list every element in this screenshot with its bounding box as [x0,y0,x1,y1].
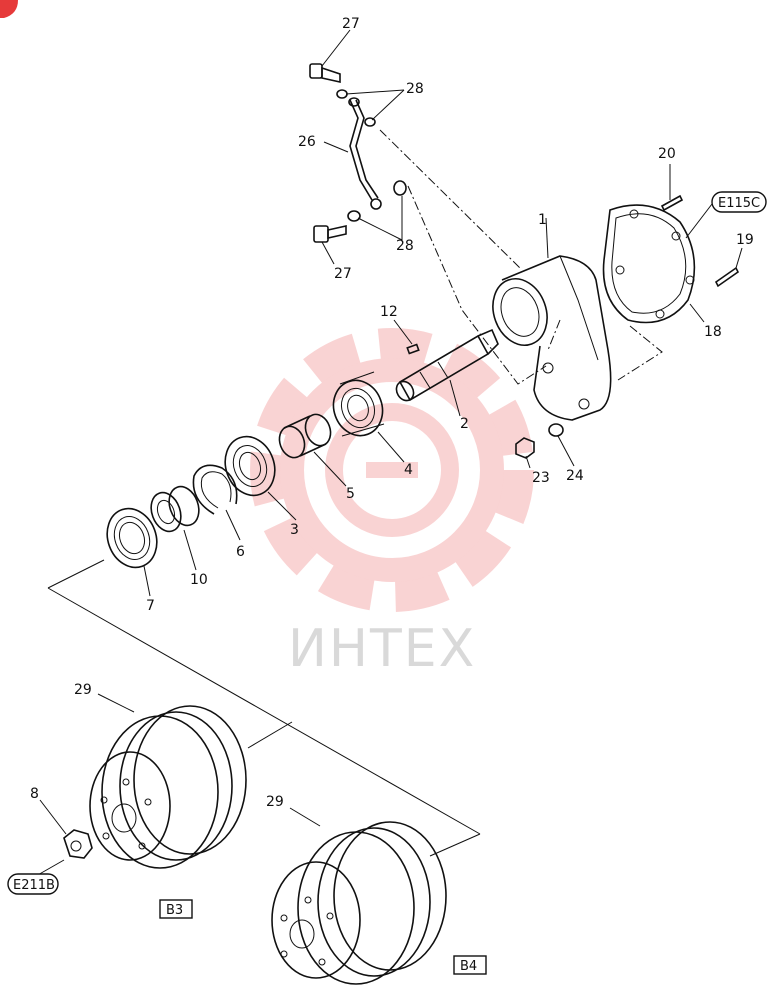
box-b3: B3 [159,899,193,919]
label-28-top: 28 [406,81,424,97]
pulley-b3 [89,705,247,869]
nut-23 [515,437,535,459]
label-6: 6 [236,544,245,560]
label-8: 8 [30,786,39,802]
assembly-line-tube-bottom [407,185,547,385]
bearing-3 [224,435,276,497]
banjo-bolt-top [309,63,341,83]
label-5: 5 [346,486,355,502]
corner-mark [0,0,18,18]
stud-20 [660,194,684,212]
watermark-text: ИНТЕХ [288,619,476,679]
watermark-gear [250,328,534,612]
oil-seal-7 [106,507,158,569]
oil-pipe [349,99,382,210]
label-4: 4 [404,462,413,478]
label-20: 20 [658,146,676,162]
collar-10 [150,485,200,533]
label-1: 1 [538,212,547,228]
assembly-line-gasket [617,325,663,381]
gasket [602,204,696,324]
label-23: 23 [532,470,550,486]
bearing-4 [332,371,385,437]
pump-shaft [395,328,499,402]
box-b4: B4 [453,955,487,975]
assembly-line-housing [547,319,561,351]
assembly-line-tube-top [379,129,521,269]
label-3: 3 [290,522,299,538]
box-b4-text: B4 [460,959,477,974]
ref-e211b: E211B [7,873,59,895]
ref-e115c: E115C [711,191,767,213]
snap-ring-6 [192,464,238,515]
pulley-bracket-line [47,559,481,835]
box-b3-text: B3 [166,903,183,918]
label-26: 26 [298,134,316,150]
sealing-washers [336,89,407,222]
stud-19 [714,266,740,288]
pump-housing [492,255,612,421]
ref-e211b-text: E211B [13,878,55,893]
watermark [250,328,534,612]
label-27-top: 27 [342,16,360,32]
nut-8 [63,829,93,859]
label-7: 7 [146,598,155,614]
ref-e115c-text: E115C [718,196,760,211]
label-12: 12 [380,304,398,320]
pulley-bracket-tick [247,721,293,749]
label-29-bottom: 29 [266,794,284,810]
banjo-bolt-bottom [313,225,347,243]
label-2: 2 [460,416,469,432]
label-19: 19 [736,232,754,248]
key-12 [406,343,420,355]
label-24: 24 [566,468,584,484]
pulley-b4 [271,821,447,985]
spacer-5 [278,413,332,459]
label-18: 18 [704,324,722,340]
label-28-bottom: 28 [396,238,414,254]
leader-lines [35,29,743,877]
pulley-bracket-end [429,833,481,857]
washer-24 [548,423,564,437]
label-29-top: 29 [74,682,92,698]
label-10: 10 [190,572,208,588]
label-27-bottom: 27 [334,266,352,282]
